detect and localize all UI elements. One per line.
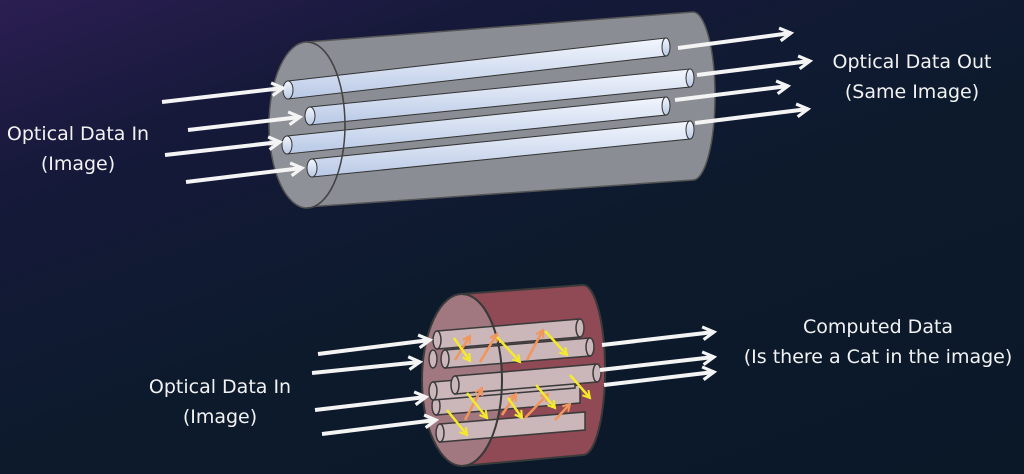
bottom-output-arrows [599,325,718,387]
bottom-output-label: Computed Data (Is there a Cat in the ima… [744,312,1013,372]
bottom-input-subtitle: (Image) [182,406,258,428]
bottom-input-title: Optical Data In [148,376,292,398]
top-output-subtitle: (Same Image) [844,81,980,103]
bottom-output-title: Computed Data [802,316,954,338]
light-interaction-arrows [446,328,592,437]
bottom-input-label: Optical Data In (Image) [149,372,291,432]
bottom-output-subtitle: (Is there a Cat in the image) [743,346,1013,368]
fiber-strands [281,37,695,178]
top-output-title: Optical Data Out [832,51,992,73]
top-input-arrows [161,81,306,184]
top-output-label: Optical Data Out (Same Image) [832,47,991,107]
top-input-subtitle: (Image) [40,153,116,175]
computing-fiber-cable [421,283,606,468]
standard-fiber-cable [268,11,716,209]
bottom-input-arrows [311,333,440,436]
top-input-title: Optical Data In [6,123,150,145]
top-input-label: Optical Data In (Image) [7,119,149,179]
top-output-arrows [674,26,814,125]
